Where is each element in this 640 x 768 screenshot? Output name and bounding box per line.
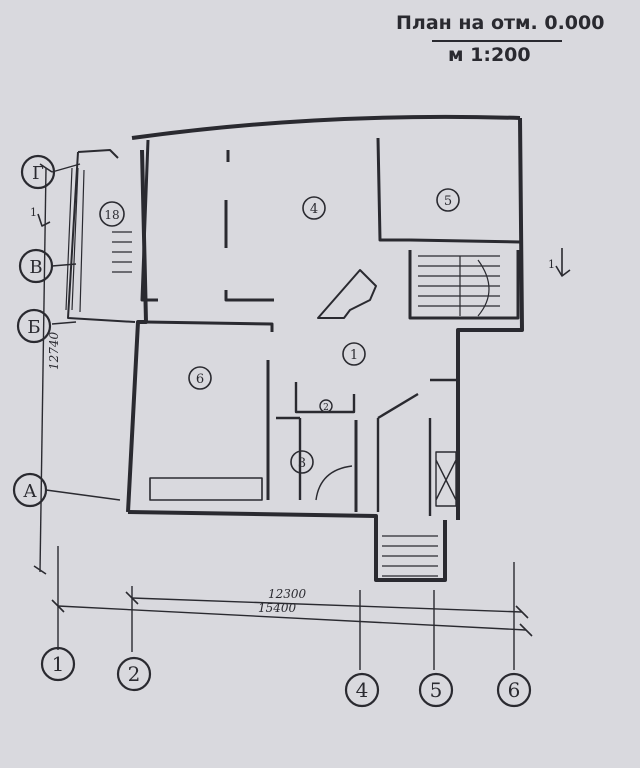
room-circle-3 <box>290 450 314 474</box>
exterior-wall-west <box>126 149 148 513</box>
room-circle-5 <box>436 188 460 212</box>
axis-label-row-g: Г <box>32 163 44 184</box>
axis-label-row-v: В <box>29 257 42 278</box>
door-swing-room3 <box>315 465 353 501</box>
section-mark-west <box>37 213 51 227</box>
axis-label-col-4: 4 <box>356 678 369 702</box>
room-label-3: 3 <box>298 456 306 471</box>
wall-room6-north <box>145 320 274 332</box>
kitchen-counter <box>149 477 263 501</box>
room-label-2: 2 <box>323 403 329 413</box>
axis-label-col-5: 5 <box>430 678 443 702</box>
title-divider <box>432 40 562 42</box>
room-circle-1 <box>342 342 366 366</box>
axis-bubble-col-5 <box>418 672 454 708</box>
room-circle-4 <box>302 196 326 220</box>
wall-room5-west <box>376 137 410 242</box>
exterior-wall-east <box>456 117 524 520</box>
axis-label-col-1: 1 <box>52 652 65 676</box>
room-label-4: 4 <box>310 202 318 217</box>
axis-label-row-b: Б <box>27 317 40 338</box>
axis-bubble-col-1 <box>40 646 76 682</box>
axis-bubble-col-2 <box>116 656 152 692</box>
axis-bubble-row-g <box>20 154 56 190</box>
stair-spiral <box>477 259 490 317</box>
terrace-stairs <box>112 231 132 273</box>
wall-room4-partition <box>224 290 274 302</box>
axis-bubble-row-a <box>12 472 48 508</box>
wall-room5-south <box>409 238 521 244</box>
room-label-18: 18 <box>104 208 119 222</box>
section-mark-label-east: 1 <box>548 258 555 271</box>
axis-row-line-v <box>51 263 77 267</box>
axis-bubble-row-b <box>16 308 52 344</box>
axis-label-col-6: 6 <box>508 678 521 702</box>
room-label-5: 5 <box>444 194 452 209</box>
axis-bubble-row-v <box>18 248 54 284</box>
dimension-label-12300: 12300 <box>268 587 307 601</box>
storage-hatch <box>435 451 457 507</box>
exterior-wall-south <box>127 510 447 582</box>
wall-room4-column <box>224 150 230 248</box>
plan-title: План на отм. 0.000 <box>396 12 605 34</box>
dimension-line-12740 <box>39 167 47 573</box>
room-label-6: 6 <box>196 372 204 387</box>
axis-row-line-a <box>45 489 121 501</box>
bathroom-walls <box>276 382 356 500</box>
dimension-line-15400 <box>57 605 527 631</box>
axis-bubble-col-4 <box>344 672 380 708</box>
room-label-1: 1 <box>350 348 358 363</box>
plan-scale: м 1:200 <box>448 44 531 66</box>
axis-row-line-g <box>51 163 81 173</box>
axis-bubble-col-6 <box>496 672 532 708</box>
room-circle-2 <box>319 399 333 413</box>
dimension-line-12300 <box>131 597 523 613</box>
section-mark-label-west: 1 <box>30 206 37 219</box>
axis-label-col-2: 2 <box>128 662 141 686</box>
stairwell-outline <box>408 250 520 320</box>
dimension-label-15400: 15400 <box>258 601 297 615</box>
room-circle-6 <box>188 366 212 390</box>
exterior-wall-north <box>131 114 521 140</box>
axis-label-row-a: А <box>23 481 37 502</box>
axis-row-line-b <box>51 321 77 325</box>
dimension-ticks <box>33 163 533 637</box>
room-circle-18 <box>99 201 125 227</box>
section-mark-east <box>555 248 571 277</box>
dimension-label-12740: 12740 <box>47 331 61 370</box>
entrance-stairs <box>382 535 438 577</box>
terrace-wall <box>140 139 158 302</box>
stair-treads <box>418 255 500 316</box>
terrace-hatch <box>65 167 85 313</box>
fireplace <box>317 269 377 319</box>
corridor-walls <box>376 378 456 516</box>
terrace-outline <box>67 149 136 323</box>
